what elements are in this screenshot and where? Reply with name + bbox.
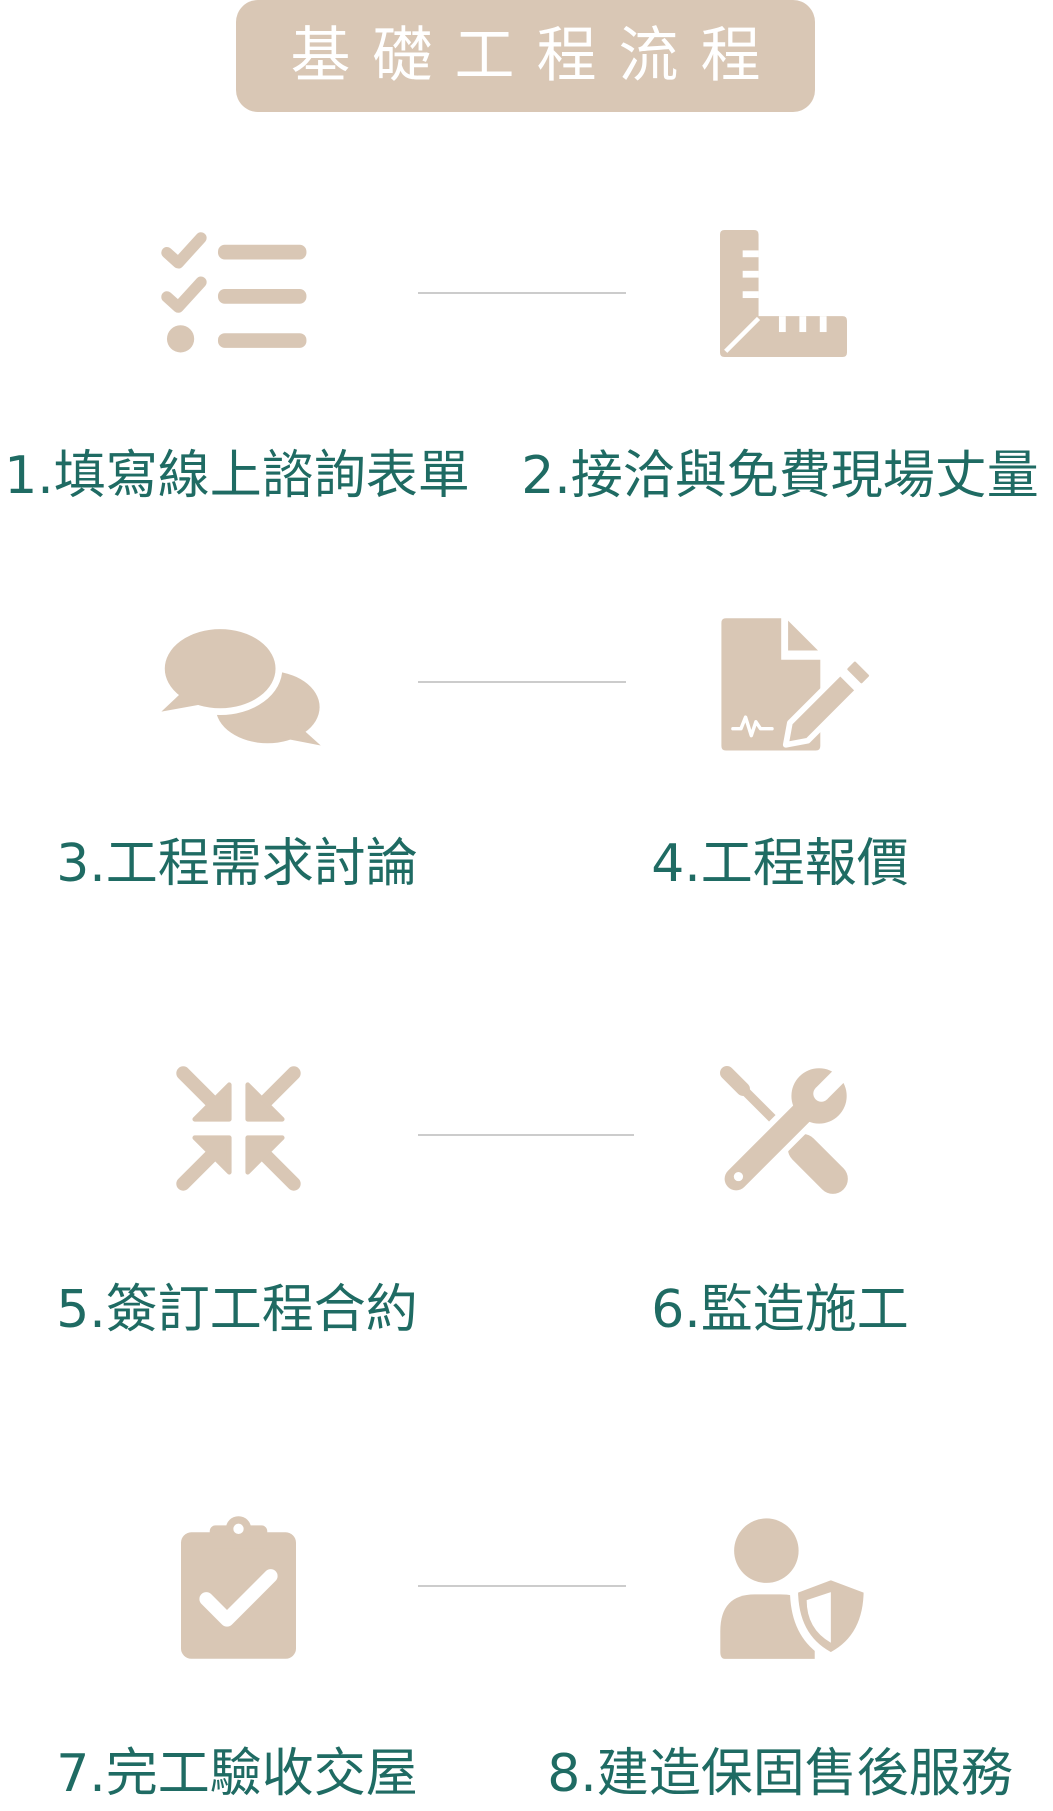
connector-line-4: [418, 1585, 626, 1587]
connector-line-1: [418, 292, 626, 294]
step-1-label: 1.填寫線上諮詢表單: [4, 446, 470, 506]
clipboard-check-icon: [181, 1516, 296, 1659]
compress-arrows-icon: [174, 1064, 303, 1193]
step-6-label: 6.監造施工: [651, 1280, 909, 1340]
connector-line-3: [418, 1134, 634, 1136]
step-2-label: 2.接洽與免費現場丈量: [521, 446, 1039, 506]
step-4-label: 4.工程報價: [651, 834, 909, 894]
step-8-label: 8.建造保固售後服務: [547, 1744, 1013, 1804]
list-check-icon: [161, 230, 309, 357]
tools-icon: [718, 1057, 858, 1197]
title-banner: 基礎工程流程: [236, 0, 815, 112]
step-3-label: 3.工程需求討論: [56, 834, 418, 894]
page-title: 基礎工程流程: [290, 21, 783, 91]
connector-line-2: [418, 681, 626, 683]
user-shield-icon: [718, 1516, 872, 1661]
step-7-label: 7.完工驗收交屋: [56, 1744, 418, 1804]
step-5-label: 5.簽訂工程合約: [56, 1280, 418, 1340]
file-signature-icon: [719, 616, 874, 754]
comments-icon: [158, 620, 323, 749]
ruler-combined-icon: [720, 230, 847, 357]
